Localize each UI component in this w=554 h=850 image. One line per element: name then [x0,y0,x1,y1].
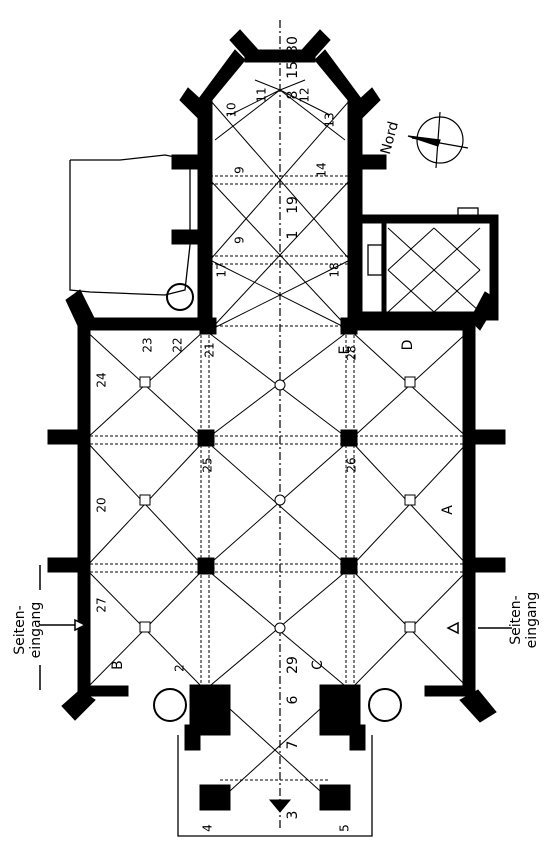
axis-number-label: 1 [285,231,301,240]
letter-label: D [400,340,416,351]
entrance-arrows [39,565,512,690]
side-entrance-right-label: Seiten- [508,595,524,644]
letter-label: B [110,660,126,670]
axis-number-label: 8 [285,91,301,100]
number-label: 16 [348,262,362,277]
side-entrance-right-label: eingang [524,592,540,649]
number-label: 5 [338,824,352,832]
number-label: 21 [203,342,217,357]
axis-number-label: 3 [285,811,301,820]
letter-label: C [310,660,326,670]
axis-number-label: 29 [285,656,301,674]
number-label: 24 [95,372,109,387]
side-entrance-left-label: Seiten- [12,605,28,654]
number-label: 10 [225,102,239,117]
number-label: 28 [345,345,359,360]
number-label: 13 [323,112,337,127]
letter-label: E [337,346,353,355]
north-compass [407,111,469,169]
vault-ribs [84,79,481,801]
number-label: 2 [173,664,187,672]
number-label: 9 [233,166,247,174]
number-label: 16 [348,132,362,147]
number-label: 26 [345,457,359,472]
number-label: 4 [201,824,215,832]
number-label: 23 [141,337,155,352]
walls [47,29,506,813]
number-label: 18 [328,262,342,277]
number-label: 17 [215,262,229,277]
number-label: 16 [198,197,212,212]
side-entrance-left-label: eingang [28,602,44,659]
number-label: 16 [198,262,212,277]
number-label: 25 [201,457,215,472]
axis-number-label: 30 [285,36,301,54]
number-label: 9 [198,324,212,332]
number-label: 27 [95,597,109,612]
number-label: 11 [255,87,269,102]
axis-number-label: 6 [285,695,301,704]
axis-number-label: 7 [285,741,301,750]
axis-number-label: 15 [285,61,301,79]
axis-number-label: 19 [285,196,301,214]
stair-turrets [153,283,402,722]
transverse-arches [85,175,470,781]
north-label: Nord [378,120,402,156]
number-label: 14 [315,162,329,177]
vault-bosses [139,376,416,634]
letter-label: A [440,505,456,515]
number-label: 22 [171,337,185,352]
number-label: 9 [233,236,247,244]
number-label: 16 [198,132,212,147]
annex-outline [69,154,479,837]
number-label: 12 [298,87,312,102]
number-label: 16 [348,197,362,212]
number-label: 20 [95,497,109,512]
